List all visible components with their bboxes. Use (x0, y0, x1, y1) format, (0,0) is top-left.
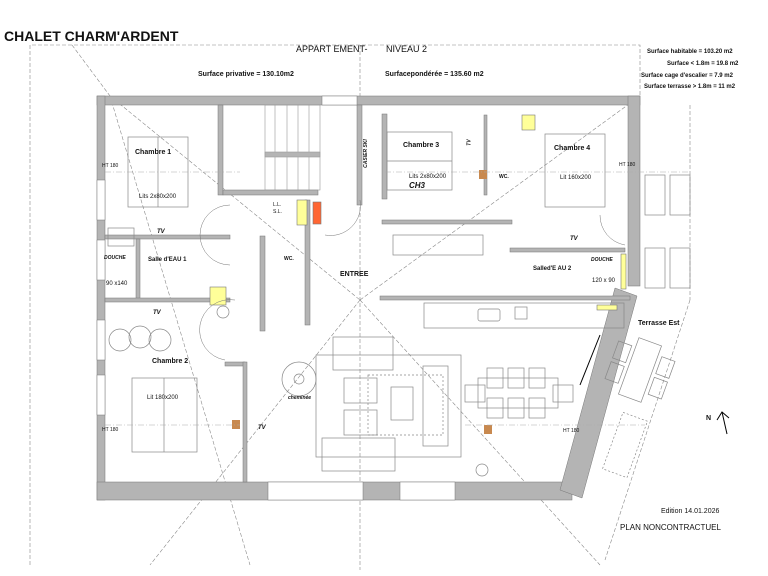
ht-label: HT 180 (102, 163, 119, 169)
ll-label: L.L. (273, 202, 282, 208)
room-chambre-1: Chambre 1 (135, 149, 172, 156)
tv-label: TV (153, 310, 161, 316)
ht-label: HT 180 (563, 428, 580, 434)
room-salle-eau-1: Salle d'EAU 1 (148, 257, 187, 263)
room-wc-1: WC. (284, 256, 294, 262)
room-chambre-3: Chambre 3 (403, 142, 440, 149)
tv-label: TV (466, 139, 473, 146)
bed-label: Lit 180x200 (147, 395, 179, 401)
furniture (107, 131, 691, 479)
subtitle-apartment: APPART EMENT- (296, 44, 368, 54)
north-label: N (706, 415, 712, 422)
boiler-yellow (209, 286, 227, 306)
shower-panel (620, 253, 627, 290)
page-title: CHALET CHARM'ARDENT (4, 28, 179, 44)
tv-label: TV (258, 425, 266, 431)
surface-privative: Surface privative = 130.10m2 (198, 71, 294, 78)
fireplace-label: cheminée (288, 395, 312, 401)
room-terrasse-est: Terrasse Est (638, 320, 680, 327)
cupboard-yellow (296, 199, 308, 226)
tv-label: TV (157, 229, 165, 235)
ch3-code: CH3 (409, 181, 426, 190)
subtitle-level: NIVEAU 2 (386, 44, 428, 54)
north-arrow-icon (716, 411, 730, 435)
shower-size: 90 x140 (106, 281, 128, 287)
column (232, 420, 240, 429)
casier-ski-label: CASIER SKI (362, 139, 369, 168)
boiler-yellow-2 (521, 114, 536, 131)
ht-label: HT 180 (102, 427, 119, 433)
height-lines (105, 171, 690, 426)
room-wc-2: WC. (499, 174, 509, 180)
room-chambre-4: Chambre 4 (554, 145, 591, 152)
surface-habitable: Surface habitable = 103.20 m2 (647, 49, 733, 55)
kitchen-panel (596, 304, 618, 311)
room-chambre-2: Chambre 2 (152, 358, 189, 365)
disclaimer: PLAN NONCONTRACTUEL (620, 523, 721, 532)
shower-size: 120 x 90 (592, 278, 616, 284)
tv-label: TV (570, 236, 578, 242)
surface-under-1-8: Surface < 1.8m = 19.8 m2 (667, 61, 739, 67)
ht-label: HT 180 (619, 162, 636, 168)
surface-ponderee: Surfacepondérée = 135.60 m2 (385, 71, 484, 78)
surface-cage-escalier: Surface cage d'escalier = 7.9 m2 (641, 73, 733, 79)
edition-date: Edition 14.01.2026 (661, 508, 720, 515)
door-swings (199, 199, 626, 386)
shower-label: DOUCHE (104, 255, 126, 261)
bed-label: Lits 2x80x200 (139, 194, 177, 200)
column (484, 425, 492, 434)
room-entree: ENTREE (340, 271, 369, 278)
bed-label: Lit 160x200 (560, 175, 592, 181)
shower-label: DOUCHE (591, 257, 613, 263)
column (479, 170, 487, 179)
heater-orange (312, 201, 322, 225)
staircase (264, 104, 321, 191)
windows (96, 95, 456, 501)
sl-label: S.L. (273, 209, 282, 215)
room-salle-eau-2: Salled'E AU 2 (533, 266, 572, 272)
bed-label: Lits 2x80x200 (409, 174, 447, 180)
surface-terrasse: Surface terrasse > 1.8m = 11 m2 (644, 84, 736, 90)
